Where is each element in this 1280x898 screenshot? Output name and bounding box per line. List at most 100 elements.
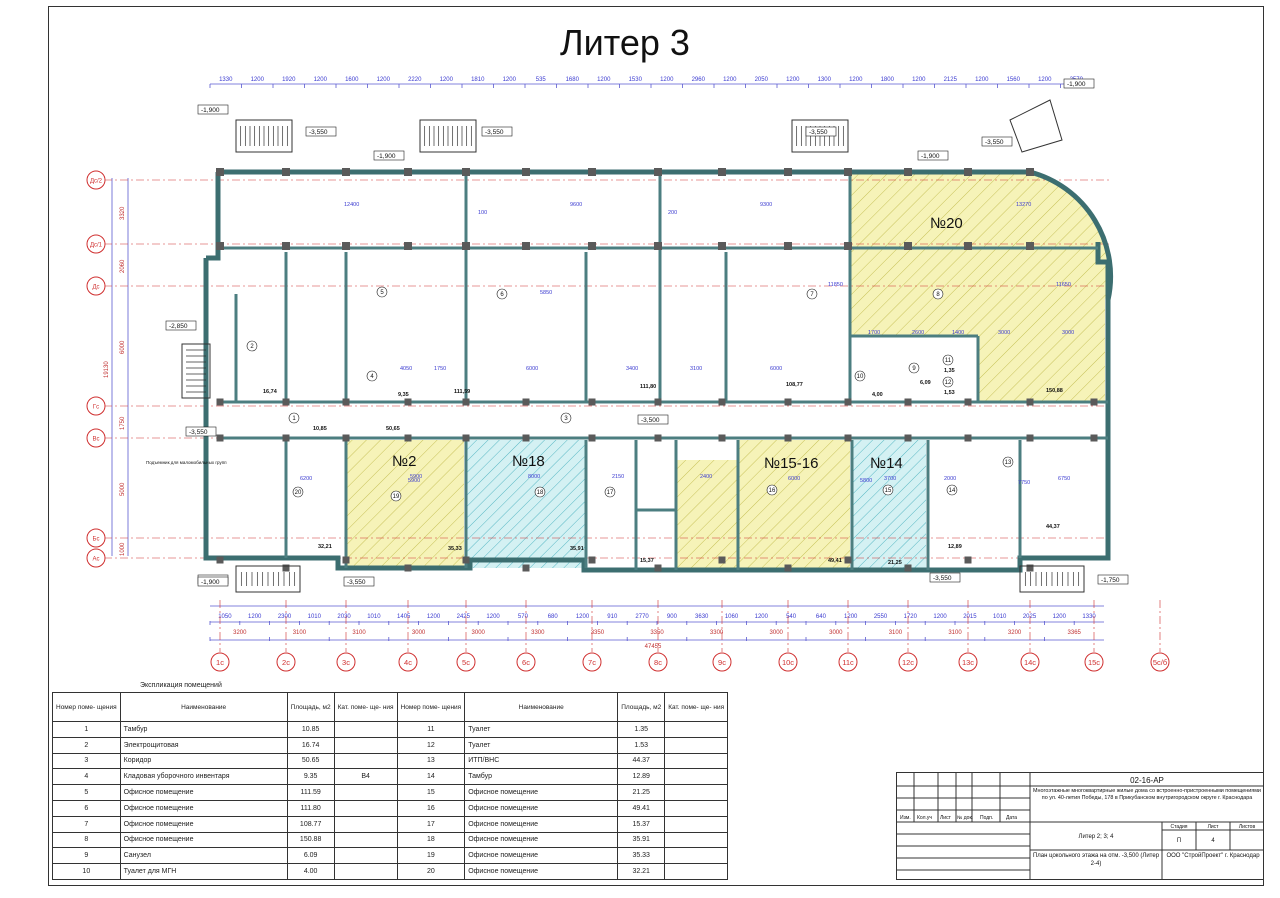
column [904,168,912,176]
table-cell: 10 [52,863,121,880]
stair-rotunda [1009,99,1063,153]
room-area: 9,35 [398,392,409,398]
top-dimension: 1200 [1038,77,1052,83]
column [1090,398,1098,406]
table-cell [664,784,729,801]
top-dimension: 1530 [629,77,643,83]
axis-label: 12с [902,658,914,667]
column [654,242,662,250]
room-number: 1 [292,416,296,422]
column [654,168,662,176]
axis-label: Вс [92,437,99,443]
top-dimension: 1200 [440,77,454,83]
room-dimension: 5900 [408,478,420,484]
overall-dimension: 47455 [645,644,662,650]
table-cell: 49.41 [617,799,666,817]
axis-bubble [712,652,732,672]
top-dimension: 2050 [755,77,769,83]
top-dimension: 1200 [786,77,800,83]
unit-label: №14 [870,455,903,472]
room-number: 8 [936,292,940,298]
room-number: 11 [945,358,952,364]
level-mark: -1,900 [201,579,220,586]
level-box [981,136,1013,147]
column [282,564,290,572]
left-total-dim: 19130 [104,361,110,378]
level-mark: -1,900 [201,107,220,114]
table-cell [333,815,398,833]
column [844,398,852,406]
bottom-dimension: 1010 [308,614,322,620]
column [522,242,530,250]
room-number-bubble [560,412,572,424]
room-dimension: 5800 [860,478,872,484]
table-cell: 1.53 [617,736,666,754]
column [588,556,596,564]
room-dimension: 11650 [1056,282,1071,288]
bottom-dimension: 2300 [278,614,292,620]
axis-dimension: 3300 [710,630,724,636]
stair-top-1 [235,119,293,153]
axis-label: 8с [654,658,662,667]
bottom-dimension: 540 [786,614,797,620]
stamp-stage-header: Стадия [1170,824,1187,830]
column [462,398,470,406]
column [462,242,470,250]
col-header: Номер поме- щения [52,692,121,722]
axis-bubble [456,652,476,672]
room-area: 15,37 [640,558,654,564]
column [588,398,596,406]
table-cell: 2 [52,736,121,754]
room-dimension: 3000 [998,330,1010,336]
room-number-bubble [766,484,778,496]
room-dimension: 6200 [300,476,312,482]
top-dimension: 1200 [377,77,391,83]
bottom-dimension: 1200 [427,614,441,620]
title-block: Изм. Кол.уч Лист № док. Подп. Дата 02-16… [896,772,1264,880]
axis-label: 13с [962,658,974,667]
axis-bubble [958,652,978,672]
column [216,242,224,250]
table-cell: 150.88 [286,831,335,849]
table-cell: 9 [52,847,121,865]
stamp-project: Многоэтажные многоквартирные жилые дома … [1033,788,1261,801]
column [904,242,912,250]
column [654,398,662,406]
column [522,398,530,406]
room-area: 21,25 [888,560,902,566]
room-area: 49,41 [828,558,842,564]
axis-label: 15с [1088,658,1100,667]
column [588,242,596,250]
room-dimension: 3000 [1062,330,1074,336]
left-dimension: 5000 [120,482,126,496]
column [964,398,972,406]
axis-bubble [516,652,536,672]
axis-label: 5с [462,658,470,667]
table-cell: 44.37 [617,752,666,770]
axis-label: Ас [92,557,99,563]
table-cell [333,799,398,817]
stamp-col: Подп. [980,815,993,821]
room-dimension: 5850 [540,290,552,296]
table-cell: Туалет [464,736,619,754]
table-cell: Офисное помещение [119,831,288,849]
level-box [805,126,837,137]
axis-bubble [648,652,668,672]
unit-label: №20 [930,215,963,232]
axis-bubble [210,652,230,672]
column [342,242,350,250]
zone-unit-20-rotunda [1030,170,1108,300]
top-dimension: 1920 [282,77,296,83]
top-dimension: 1810 [471,77,485,83]
zone-unit-15-16 [738,440,850,568]
left-dimension: 2060 [120,259,126,273]
table-cell: 5 [52,784,121,801]
room-area: 111,59 [454,389,470,395]
top-dimension: 2960 [692,77,706,83]
table-cell: Офисное помещение [464,784,619,801]
room-dimension: 8000 [528,474,540,480]
room-area: 44,37 [1046,524,1060,530]
table-cell: Электрощитовая [119,736,288,754]
